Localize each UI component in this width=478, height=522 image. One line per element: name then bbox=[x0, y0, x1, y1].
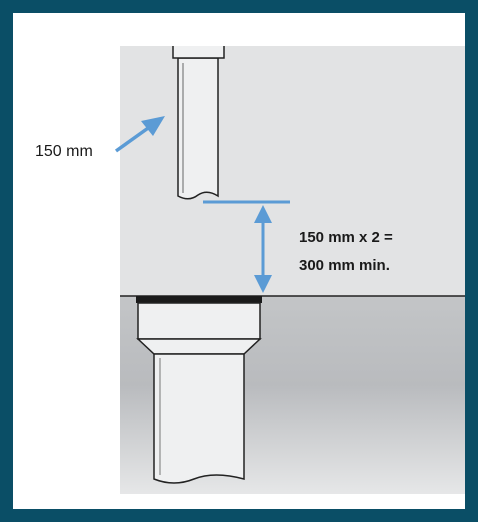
upper-background-panel bbox=[120, 46, 465, 296]
lower-pipe-body bbox=[153, 353, 245, 484]
pointer-arrow bbox=[114, 116, 165, 153]
upper-pipe-body bbox=[177, 57, 219, 200]
upper-pipe-collar bbox=[172, 46, 225, 59]
socket-taper bbox=[136, 338, 262, 355]
pipe-clearance-diagram: 150 mm 150 mm x 2 = 300 mm min. bbox=[35, 46, 465, 494]
upper-pipe bbox=[172, 46, 225, 200]
clearance-formula-label: 150 mm x 2 = bbox=[299, 229, 393, 246]
clearance-minimum-label: 300 mm min. bbox=[299, 257, 390, 274]
lower-socket bbox=[136, 296, 262, 484]
diagram-card: 150 mm 150 mm x 2 = 300 mm min. bbox=[13, 13, 465, 509]
socket-collar bbox=[137, 302, 261, 340]
clearance-arrow bbox=[254, 205, 272, 293]
pipe-diameter-label: 150 mm bbox=[35, 143, 93, 160]
socket-rim bbox=[136, 296, 262, 303]
